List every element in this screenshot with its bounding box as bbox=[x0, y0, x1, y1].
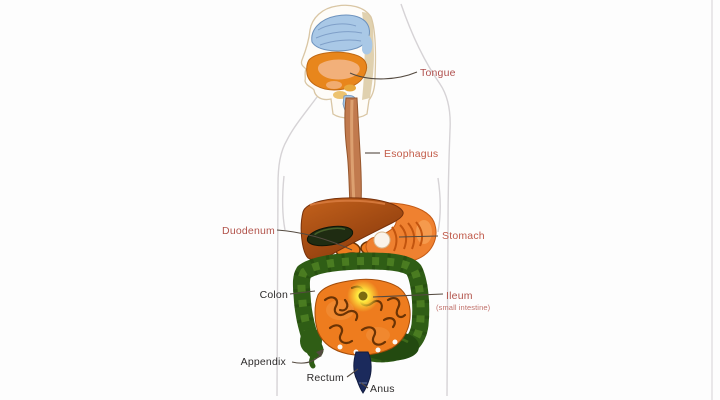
tongue-label: Tongue bbox=[420, 67, 456, 79]
anus-leader-line bbox=[360, 382, 369, 389]
tongue-shape bbox=[317, 59, 360, 80]
colon-leader-line bbox=[289, 290, 316, 295]
cecum bbox=[300, 328, 322, 354]
glow-core bbox=[358, 291, 368, 301]
labels: Tongue Esophagus Duodenum Stomach Colon … bbox=[222, 67, 491, 395]
sinus-patch bbox=[362, 34, 373, 55]
rectum-label: Rectum bbox=[307, 372, 344, 384]
rectum-organ bbox=[353, 351, 372, 394]
ileum-highlight-glow bbox=[347, 280, 379, 312]
sinus-folds bbox=[315, 23, 363, 46]
body-outline-left bbox=[276, 96, 318, 397]
intestine-light-patch-2 bbox=[366, 327, 390, 343]
esophagus-label: Esophagus bbox=[384, 148, 438, 160]
ileum-sublabel: (small intestine) bbox=[436, 303, 491, 312]
appendix-label: Appendix bbox=[241, 356, 287, 368]
esophagus-highlight bbox=[350, 99, 356, 205]
sinus-region bbox=[311, 14, 370, 52]
appendix-organ bbox=[309, 349, 319, 369]
tongue-leader-line bbox=[349, 71, 418, 80]
arm-crease-left bbox=[281, 175, 286, 231]
mouth-floor bbox=[326, 81, 342, 89]
ileum-label: Ileum bbox=[446, 290, 473, 302]
stomach-label: Stomach bbox=[442, 230, 485, 242]
pharynx-blob bbox=[344, 84, 356, 92]
liver-highlight bbox=[309, 199, 386, 206]
rectum-leader-line bbox=[346, 368, 359, 378]
gallbladder-highlight bbox=[314, 227, 346, 236]
body-outline-right bbox=[400, 3, 451, 397]
gallbladder-organ bbox=[306, 225, 354, 247]
anus-label: Anus bbox=[370, 383, 395, 395]
ileum-leader-line bbox=[372, 293, 444, 298]
duodenal-loop bbox=[373, 231, 391, 249]
duodenum-label: Duodenum bbox=[222, 225, 275, 237]
body-outline bbox=[276, 3, 451, 397]
duodenum-leader-line bbox=[276, 229, 353, 251]
arm-crease-right bbox=[437, 177, 441, 233]
small-intestine-organ bbox=[314, 278, 411, 356]
appendix-leader-arrow bbox=[316, 349, 324, 357]
stomach-rugae bbox=[391, 221, 424, 252]
intestine-coils bbox=[323, 285, 407, 346]
stomach-leader-line bbox=[398, 235, 439, 238]
esophagus-organ bbox=[344, 97, 362, 207]
frame-edge-line bbox=[711, 0, 713, 400]
colon-label: Colon bbox=[260, 289, 288, 301]
gallbladder-shape bbox=[306, 225, 354, 247]
